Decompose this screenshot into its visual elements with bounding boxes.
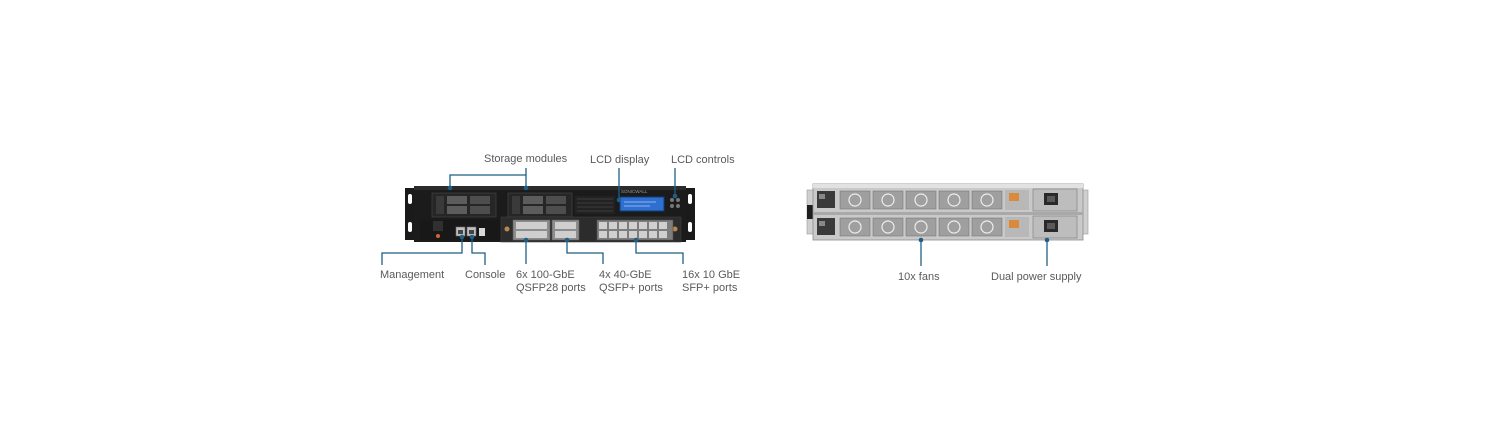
- lcd-screen: [619, 196, 665, 212]
- power-supply-units: [1032, 188, 1078, 239]
- rear-callout-dots: [918, 237, 1050, 243]
- callout-sfpplus: [635, 240, 684, 264]
- front-callouts: [381, 168, 684, 265]
- label-storage-modules: Storage modules: [484, 153, 568, 165]
- label-sfpplus-line2: SFP+ ports: [682, 282, 738, 294]
- label-management: Management: [380, 269, 445, 281]
- front-brand-text: SONICWALL: [621, 189, 648, 194]
- label-lcd-controls: LCD controls: [671, 154, 735, 166]
- callout-storage: [449, 174, 527, 188]
- front-appliance: SONICWALL: [405, 186, 695, 243]
- label-qsfp28-ports: 6x 100-GbE QSFP28 ports: [516, 269, 586, 295]
- front-logo-icon: [436, 234, 440, 238]
- front-rack-ear-right: [684, 188, 695, 240]
- front-rack-ear-left: [405, 188, 416, 240]
- label-qsfpplus-line1: 4x 40-GbE: [599, 269, 652, 281]
- label-qsfp28-line1: 6x 100-GbE: [516, 269, 575, 281]
- rear-appliance: [806, 183, 1089, 241]
- label-qsfpplus-line2: QSFP+ ports: [599, 282, 663, 294]
- sfpplus-port-block: [596, 219, 674, 241]
- label-fans: 10x fans: [898, 271, 940, 283]
- callout-management: [381, 237, 463, 265]
- fan-grid: [839, 190, 1003, 237]
- rear-callouts: [920, 240, 1048, 266]
- label-sfpplus-ports: 16x 10 GbE SFP+ ports: [682, 269, 740, 295]
- label-dual-power-supply: Dual power supply: [991, 271, 1082, 283]
- lcd-control-buttons: [670, 198, 680, 208]
- label-qsfpplus-ports: 4x 40-GbE QSFP+ ports: [599, 269, 663, 295]
- label-lcd-display: LCD display: [590, 154, 650, 166]
- front-callout-dots: [447, 185, 678, 243]
- qsfp28-port-block: [512, 219, 580, 241]
- label-sfpplus-line1: 16x 10 GbE: [682, 269, 741, 281]
- label-qsfp28-line2: QSFP28 ports: [516, 282, 586, 294]
- label-console: Console: [465, 269, 506, 281]
- callout-qsfpplus: [566, 240, 604, 264]
- callout-console: [471, 237, 486, 265]
